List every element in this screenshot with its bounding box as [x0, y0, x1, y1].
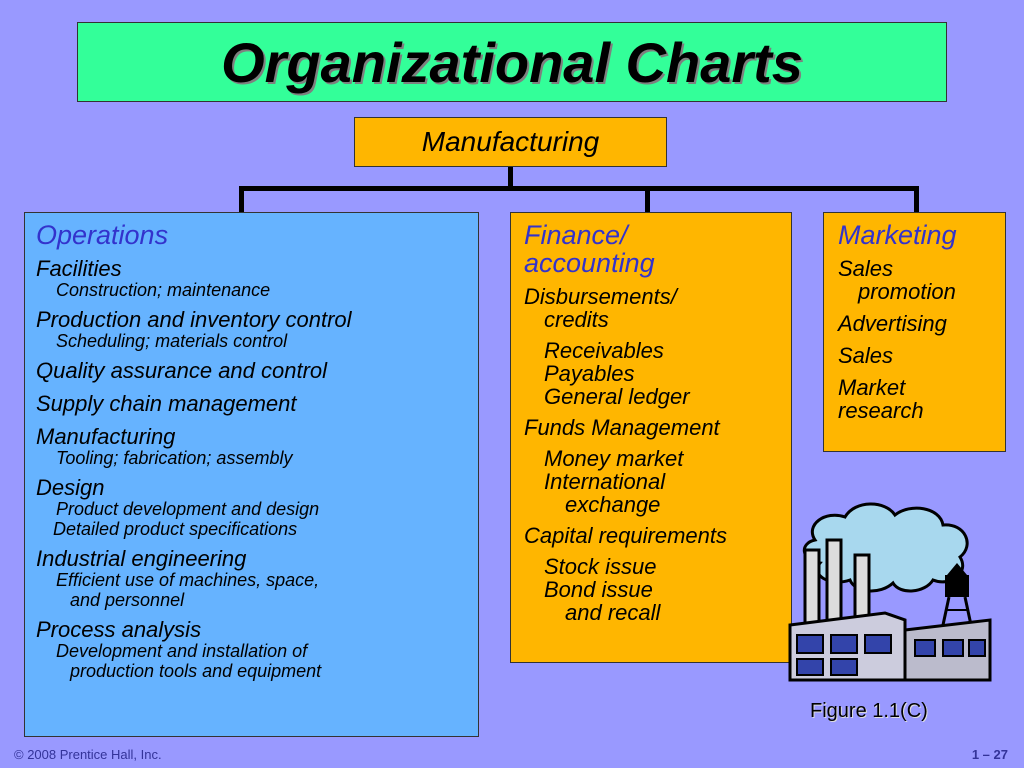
manufacturing-node-label: Manufacturing	[421, 126, 600, 157]
title-banner: Organizational Charts	[77, 22, 947, 102]
fin-sub-label: General ledger	[544, 384, 690, 409]
ops-sub-label: and personnel	[70, 590, 185, 610]
mkt-item-label: Advertising	[838, 311, 947, 336]
operations-box: Operations Facilities Construction; main…	[24, 212, 479, 737]
copyright: © 2008 Prentice Hall, Inc.	[14, 747, 162, 762]
mkt-item-label: Market	[838, 375, 906, 400]
fin-item-label: Funds Management	[524, 415, 720, 440]
connector-horizontal	[239, 186, 919, 191]
ops-item-label: Industrial engineering	[36, 546, 247, 571]
fin-sub-label: Money market	[544, 446, 684, 471]
factory-icon	[788, 502, 992, 682]
ops-sub-label: Product development and design	[56, 499, 320, 519]
fin-sub-label: International	[544, 469, 666, 494]
fin-sub-label: Stock issue	[544, 554, 657, 579]
connector-ops	[239, 186, 244, 213]
ops-sub-label: Efficient use of machines, space,	[56, 570, 320, 590]
ops-item-label: Production and inventory control	[36, 307, 352, 332]
ops-item-label: Quality assurance and control	[36, 358, 328, 383]
ops-item-label: Process analysis	[36, 617, 202, 642]
ops-sub-label: Tooling; fabrication; assembly	[56, 448, 293, 468]
mkt-item-label: Sales	[838, 256, 894, 281]
mkt-item-label: research	[838, 398, 924, 423]
fin-sub-label: exchange	[565, 492, 661, 517]
page-number: 1 – 27	[971, 747, 1008, 762]
connector-mkt	[914, 186, 919, 213]
footer: © 2008 Prentice Hall, Inc. 1 – 27	[0, 742, 1024, 768]
ops-item-label: Supply chain management	[36, 391, 297, 416]
connector-fin	[645, 186, 650, 213]
mkt-item-label: promotion	[858, 279, 956, 304]
fin-item-label: Disbursements/	[524, 284, 677, 309]
finance-heading-line2: accounting	[524, 248, 655, 278]
ops-sub-label: Scheduling; materials control	[56, 331, 288, 351]
mkt-item-label: Sales	[838, 343, 894, 368]
fin-sub-label: Receivables	[544, 338, 664, 363]
fin-item-label: Capital requirements	[524, 523, 727, 548]
figure-caption: Figure 1.1(C)	[810, 700, 928, 722]
finance-heading-line1: Finance/	[524, 220, 628, 250]
manufacturing-node: Manufacturing	[354, 117, 667, 167]
connector-vertical-top	[508, 167, 513, 189]
fin-sub-label: Bond issue	[544, 577, 653, 602]
ops-item-label: Manufacturing	[36, 424, 176, 449]
fin-sub-label: Payables	[544, 361, 635, 386]
marketing-box: Marketing Sales promotion Advertising Sa…	[823, 212, 1006, 452]
ops-item-label: Facilities	[36, 256, 122, 281]
ops-sub-label: Construction; maintenance	[56, 280, 271, 300]
slide-title: Organizational Charts	[221, 30, 803, 94]
fin-item-label: credits	[544, 307, 609, 332]
ops-sub-label: production tools and equipment	[70, 661, 322, 681]
operations-heading: Operations	[36, 220, 169, 250]
ops-sub-label: Detailed product specifications	[53, 519, 298, 539]
ops-item-label: Design	[36, 475, 105, 500]
finance-box: Finance/ accounting Disbursements/ credi…	[510, 212, 792, 663]
marketing-heading: Marketing	[838, 220, 957, 250]
ops-sub-label: Development and installation of	[56, 641, 308, 661]
fin-sub-label: and recall	[565, 600, 661, 625]
